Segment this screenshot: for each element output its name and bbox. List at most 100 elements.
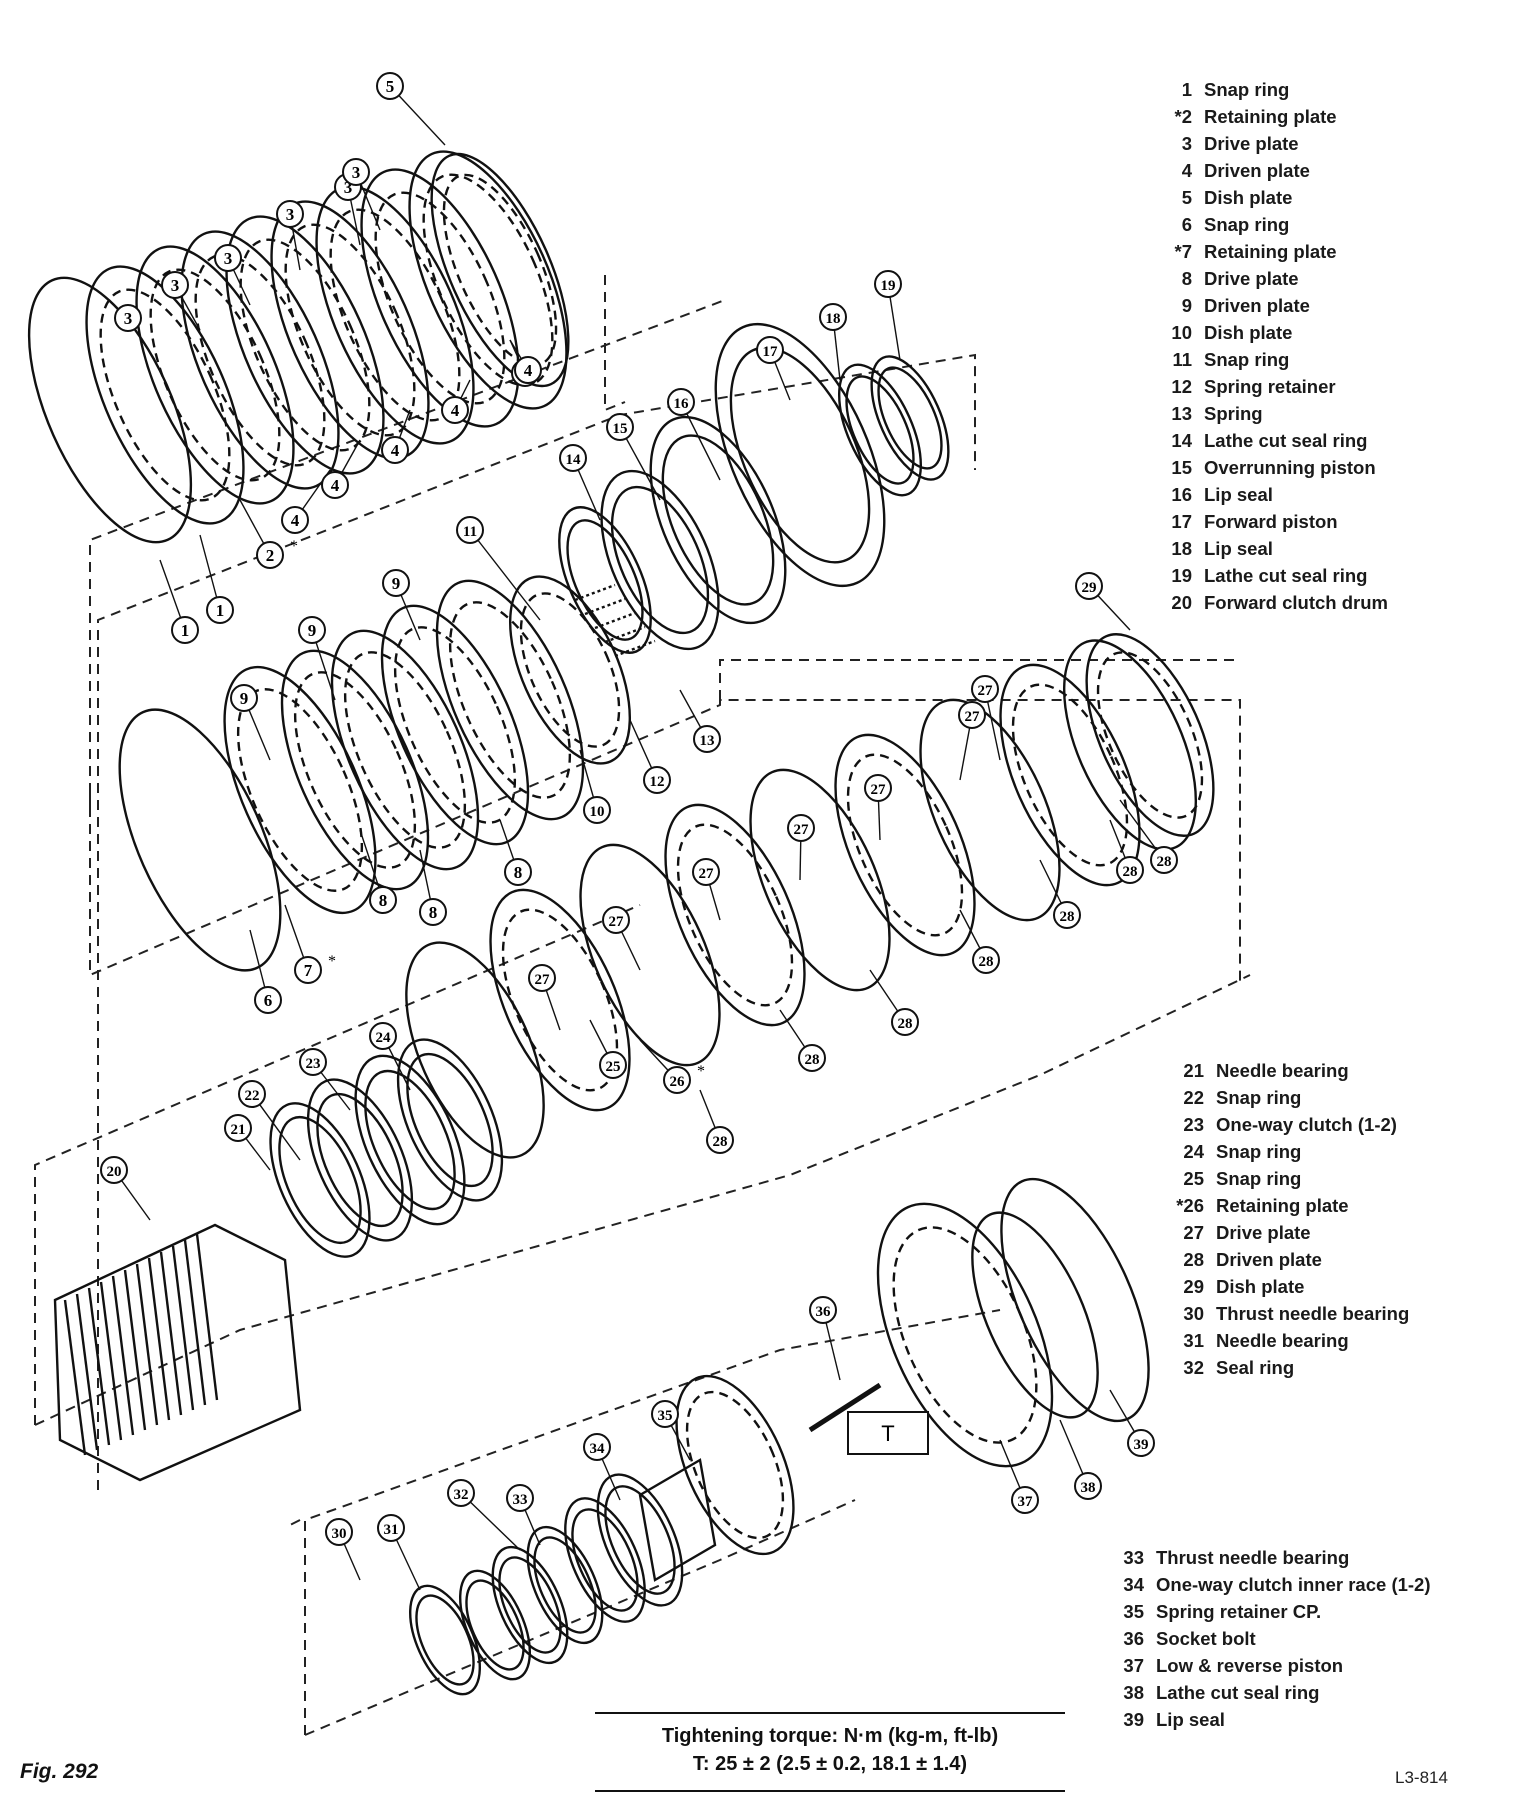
legend-item-name: Socket bolt [1156,1628,1256,1649]
plate-outer [396,1038,504,1202]
callout-circle [599,1051,627,1079]
callout-4: 4 [281,506,309,534]
legend-item-name: Thrust needle bearing [1156,1547,1350,1568]
plate-lower-group [999,663,1141,887]
bearing-seal-ring [596,1473,684,1607]
callout-number: 27 [699,866,715,882]
plate-inner [519,592,621,748]
callout-number: 20 [107,1164,122,1180]
plate-outer [408,150,568,410]
drum-side-ring [306,1078,414,1242]
legend-item-name: Snap ring [1204,79,1290,100]
plate-middle-group [508,575,632,765]
drum-spline [147,1257,171,1421]
plate-outer [306,1078,414,1242]
plate-outer [1000,1177,1150,1423]
callout-number: 1 [216,601,225,620]
piston-assembly-ring [600,469,720,651]
torque-heading: Tightening torque: N·m (kg-m, ft-lb) [661,1725,999,1747]
legend-item-name: Spring retainer [1204,376,1336,397]
callout-circle [114,304,142,332]
plate-outer [600,469,720,651]
callout-circle [214,244,242,272]
callout-number: 9 [240,689,249,708]
legend-item-name: Snap ring [1216,1087,1302,1108]
callout-9: 9 [298,616,326,644]
bearing-seal-ring [459,1569,531,1681]
callout-circle [325,1518,353,1546]
callout-circle [321,471,349,499]
plate-outer [430,152,570,388]
callout-number: 27 [535,972,551,988]
plate-outer [280,649,430,891]
callout-circle [1127,1429,1155,1457]
plate-outer [354,1054,466,1226]
callout-circle [559,444,587,472]
callout-18: 18 [819,303,847,331]
callout-number: 24 [376,1030,392,1046]
callout-4: 4 [321,471,349,499]
legend-item-name: Lip seal [1204,484,1273,505]
callout-circle [369,886,397,914]
group-box-4-tick [289,1519,301,1526]
callout-4: 4 [514,356,542,384]
legend-item-name: Snap ring [1216,1168,1302,1189]
legend-item-name: Dish plate [1204,187,1293,208]
plate-outer [558,506,652,654]
callout-circle [514,356,542,384]
callout-22: 22 [238,1080,266,1108]
callout-circle [376,72,404,100]
plate-inner [877,366,943,470]
torque-spec: T: 25 ± 2 (2.5 ± 0.2, 18.1 ± 1.4) [692,1753,968,1775]
callout-24: 24 [369,1022,397,1050]
legend-item-number: 3 [1181,133,1192,154]
plate-outer [675,1374,795,1556]
callout-number: 32 [454,1487,469,1503]
legend-item-number: 15 [1171,457,1192,478]
callout-number: 6 [264,991,273,1010]
legend-item-number: 30 [1183,1303,1204,1324]
callouts: 112*333333444444567*88899910111213141516… [100,72,1178,1546]
legend-item-number: 23 [1183,1114,1204,1135]
callout-38: 38 [1074,1472,1102,1500]
torque-symbol-box: T [847,1411,929,1455]
plate-outer [834,733,976,957]
drum-spline [63,1299,87,1456]
callout-3: 3 [342,158,370,186]
plate-inner [364,1069,456,1211]
plate-lower-group [1085,633,1215,837]
callout-circle [382,569,410,597]
bearing-seal-ring [491,1545,569,1665]
callout-27: 27 [787,814,815,842]
group-box-4 [304,1309,1001,1735]
callout-circle [756,336,784,364]
legend-item-number: *26 [1176,1195,1204,1216]
legend-item-name: Drive plate [1204,268,1299,289]
legend-item-number: 9 [1181,295,1192,316]
callout-number: 35 [658,1408,673,1424]
plate-outer [1085,633,1215,837]
plate-inner [729,346,871,564]
plate-outer [405,941,545,1159]
plate-inner [685,1390,785,1540]
callout-circle [161,271,189,299]
callout-number: 26 [670,1074,686,1090]
legend-item-number: 37 [1123,1655,1144,1676]
callout-number: 3 [352,163,361,182]
legend-item-number: 28 [1183,1249,1204,1270]
callout-number: 4 [524,361,533,380]
callout-28: 28 [891,1008,919,1036]
callout-number: 22 [245,1088,260,1104]
